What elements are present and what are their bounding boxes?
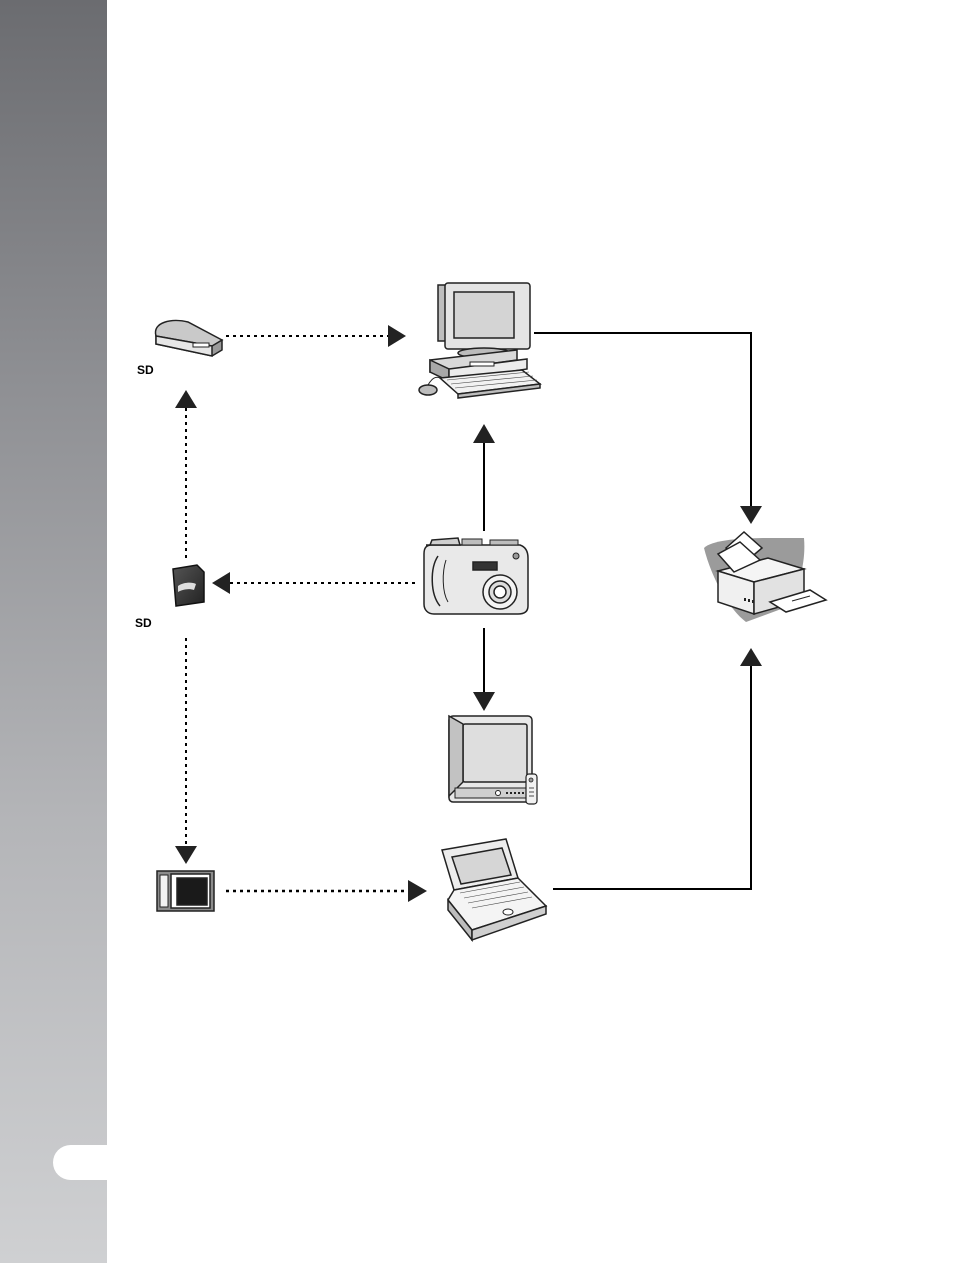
sd-card-icon xyxy=(173,565,204,606)
sd-reader-label: SD xyxy=(137,363,154,377)
arrow-into-sdcard xyxy=(212,572,230,594)
arrow-into-printer-from-desktop xyxy=(740,506,762,524)
arrow-into-tv xyxy=(473,692,495,711)
desktop-computer-icon xyxy=(419,283,540,398)
printer-icon xyxy=(704,532,826,622)
arrow-into-laptop xyxy=(408,880,427,902)
arrow-into-adapter xyxy=(175,846,197,864)
laptop-icon xyxy=(442,839,546,940)
line-laptop-to-printer xyxy=(553,666,751,889)
digital-camera-icon xyxy=(424,538,528,614)
television-icon xyxy=(449,716,537,804)
sd-card-label: SD xyxy=(135,616,152,630)
sd-card-reader-icon xyxy=(155,321,222,356)
arrow-into-desktop-from-reader xyxy=(388,325,406,347)
arrow-into-printer-from-laptop xyxy=(740,648,762,666)
arrow-into-reader xyxy=(175,390,197,408)
arrow-into-desktop-from-camera xyxy=(473,424,495,443)
pc-card-adapter-icon xyxy=(157,871,214,911)
line-desktop-to-printer xyxy=(534,333,751,506)
